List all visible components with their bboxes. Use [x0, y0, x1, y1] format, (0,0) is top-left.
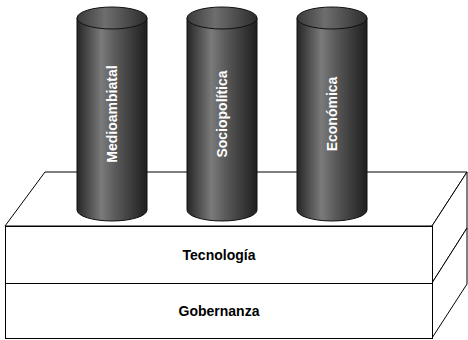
pillar-cylinder: Medioambiatal	[76, 6, 148, 222]
pillar-cylinder: Económica	[296, 6, 368, 222]
cylinder-body	[187, 18, 257, 221]
pillar-label: Medioambiatal	[104, 65, 120, 162]
cylinder-top	[187, 7, 257, 29]
layer-label: Tecnología	[183, 247, 256, 263]
cylinder-body	[297, 18, 367, 221]
base-layer: Tecnología	[5, 226, 433, 284]
side-face	[432, 228, 467, 338]
pillar-label: Económica	[324, 77, 340, 152]
pillar-cylinder: Sociopolítica	[186, 6, 258, 222]
base-layer: Gobernanza	[5, 283, 433, 339]
layer-label: Gobernanza	[179, 303, 260, 319]
cylinder-body	[77, 18, 147, 221]
cylinder-top	[297, 7, 367, 29]
cylinder-top	[77, 7, 147, 29]
pillar-label: Sociopolítica	[214, 70, 230, 157]
